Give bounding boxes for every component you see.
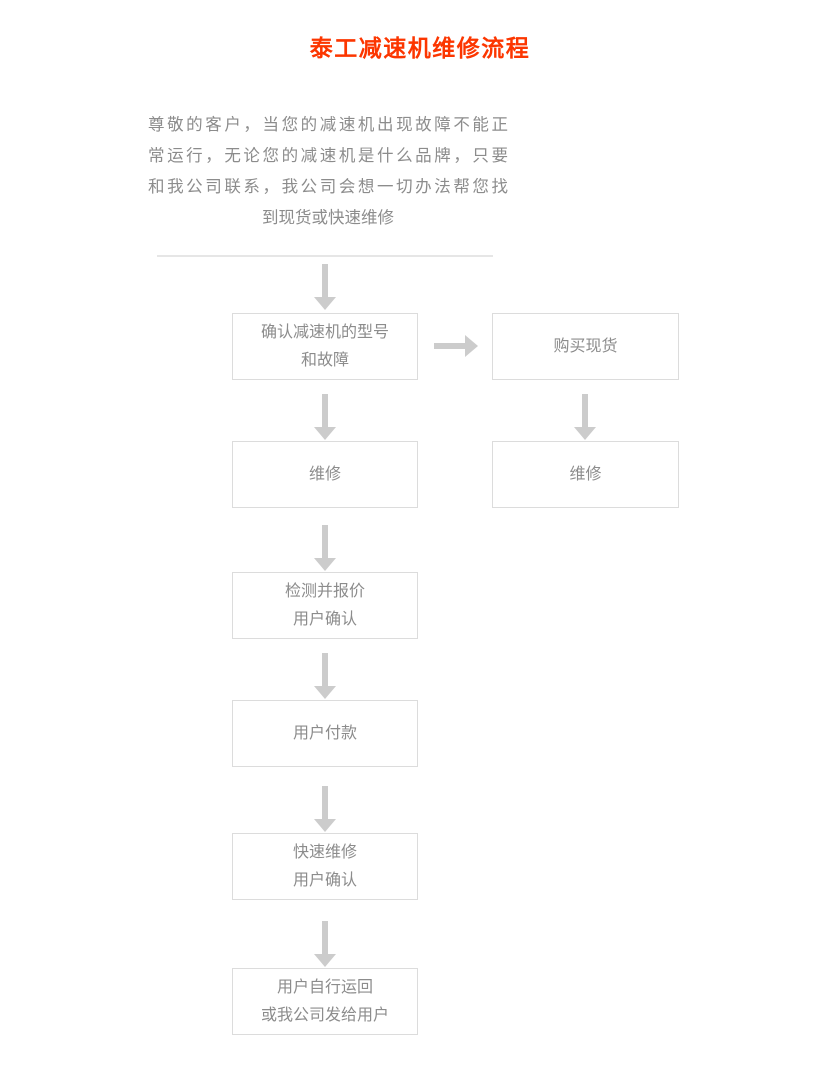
arrow-down-icon-entry <box>314 264 336 310</box>
arrow-down-icon-left-4 <box>314 786 336 832</box>
intro-line-3: 和我公司联系，我公司会想一切办法帮您找 <box>148 178 508 196</box>
arrow-down-icon-left-3 <box>314 653 336 699</box>
flow-box-line-1: 用户自行运回 <box>276 978 373 996</box>
flow-box-line-2: 和故障 <box>300 351 349 369</box>
arrow-down-icon-left-1 <box>314 394 336 440</box>
flow-box-line-1: 维修 <box>569 465 602 483</box>
flow-box-repair-left[interactable]: 维修 <box>232 441 418 508</box>
flow-box-inspect-quote[interactable]: 检测并报价 用户确认 <box>232 572 418 639</box>
arrow-down-icon-left-5 <box>314 921 336 967</box>
flow-box-delivery[interactable]: 用户自行运回 或我公司发给用户 <box>232 968 418 1035</box>
flow-box-line-2: 或我公司发给用户 <box>260 1006 389 1024</box>
flow-box-line-1: 快速维修 <box>292 843 357 861</box>
flow-box-line-1: 用户付款 <box>292 724 357 742</box>
flow-box-fast-repair[interactable]: 快速维修 用户确认 <box>232 833 418 900</box>
page-title: 泰工减速机维修流程 <box>309 35 531 61</box>
arrow-down-icon-left-2 <box>314 525 336 571</box>
intro-paragraph: 尊敬的客户，当您的减速机出现故障不能正 常运行，无论您的减速机是什么品牌，只要 … <box>148 110 508 234</box>
flow-box-user-payment[interactable]: 用户付款 <box>232 700 418 767</box>
flow-box-repair-right[interactable]: 维修 <box>492 441 679 508</box>
arrow-down-icon-right-1 <box>574 394 596 440</box>
flow-box-line-1: 购买现货 <box>553 337 618 355</box>
flow-box-line-1: 确认减速机的型号 <box>260 323 389 341</box>
flow-box-confirm-model[interactable]: 确认减速机的型号 和故障 <box>232 313 418 380</box>
arrow-right-icon-branch <box>434 335 478 357</box>
intro-line-2: 常运行，无论您的减速机是什么品牌，只要 <box>148 147 508 165</box>
flow-box-buy-stock[interactable]: 购买现货 <box>492 313 679 380</box>
flow-box-line-1: 维修 <box>308 465 341 483</box>
flow-box-line-2: 用户确认 <box>292 871 357 889</box>
flow-box-line-2: 用户确认 <box>292 610 357 628</box>
intro-line-4: 到现货或快速维修 <box>262 209 394 227</box>
flow-box-line-1: 检测并报价 <box>284 582 365 600</box>
section-divider <box>157 255 493 257</box>
intro-line-1: 尊敬的客户，当您的减速机出现故障不能正 <box>148 116 508 134</box>
